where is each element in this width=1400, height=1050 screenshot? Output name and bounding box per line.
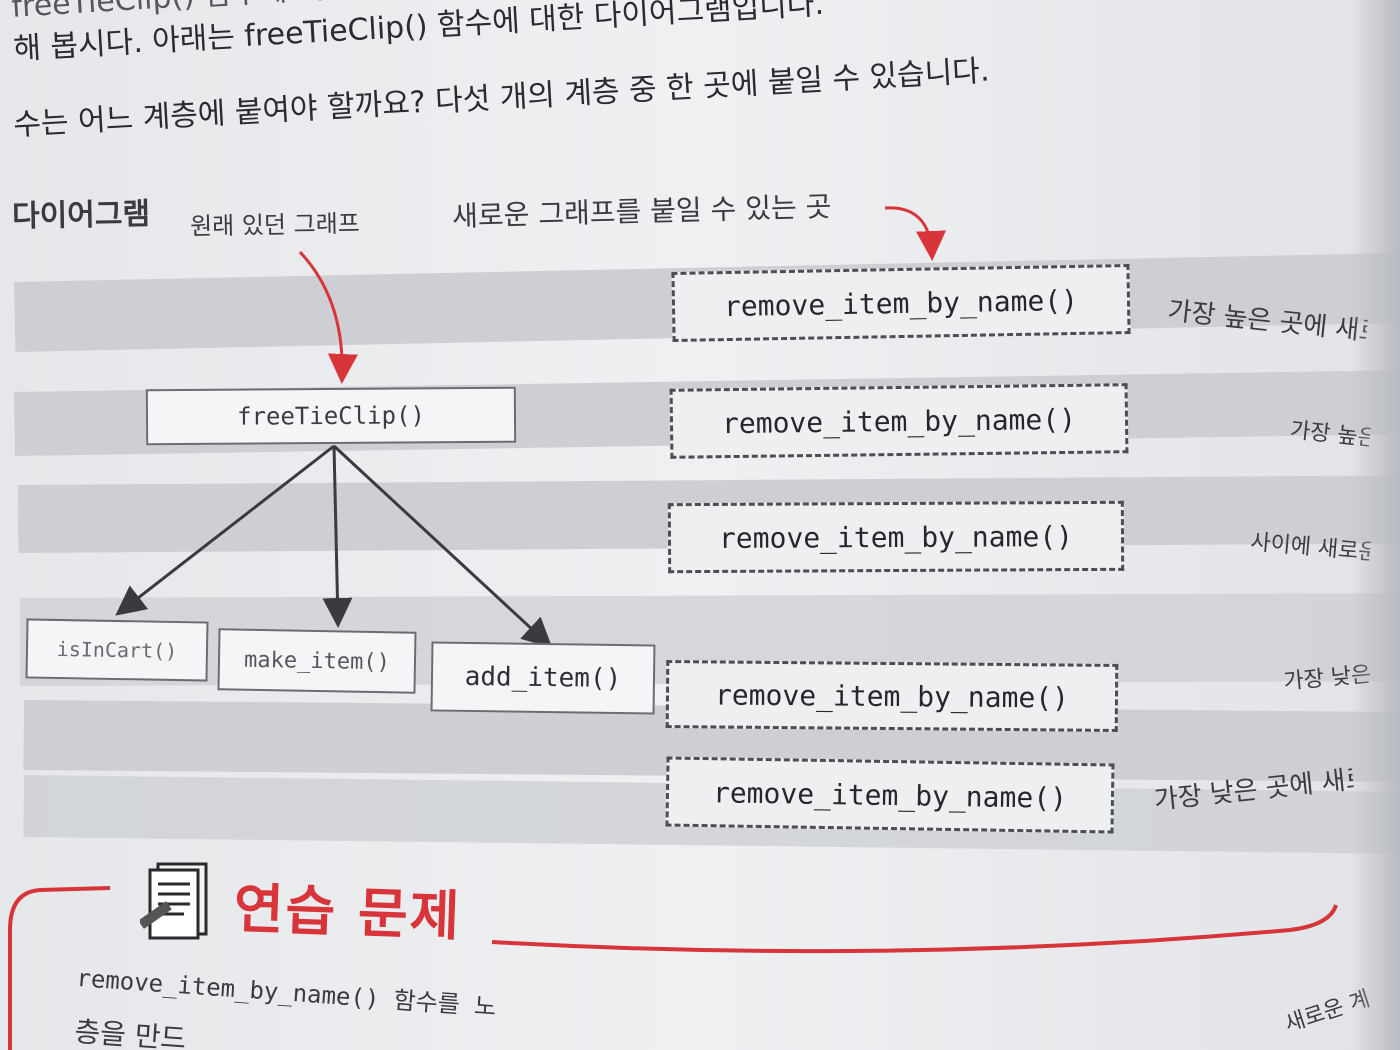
placement-box-3: remove_item_by_name() [667,500,1125,574]
node-freetieclip: freeTieClip() [145,386,517,446]
exercise-underline [491,904,1338,954]
placement-box-5: remove_item_by_name() [665,756,1115,834]
pointer-arrow-original [298,250,358,384]
document-pencil-icon [140,862,208,940]
exercise-text-2: 층을 만드 [73,1014,188,1050]
node-make-item: make_item() [217,628,417,694]
edge-arrow [322,445,353,628]
placement-box-2: remove_item_by_name() [669,383,1129,459]
pointer-arrow-new [884,206,947,261]
placement-box-4: remove_item_by_name() [665,660,1119,732]
placement-box-1: remove_item_by_name() [671,264,1131,342]
edge-arrow [115,444,335,616]
node-isincart: isInCart() [25,618,209,682]
node-add-item: add_item() [430,641,656,715]
exercise-frame [8,886,111,1050]
edge-arrow [332,444,553,649]
page-curl-shadow [1350,0,1400,1050]
exercise-title: 연습 문제 [232,877,463,948]
